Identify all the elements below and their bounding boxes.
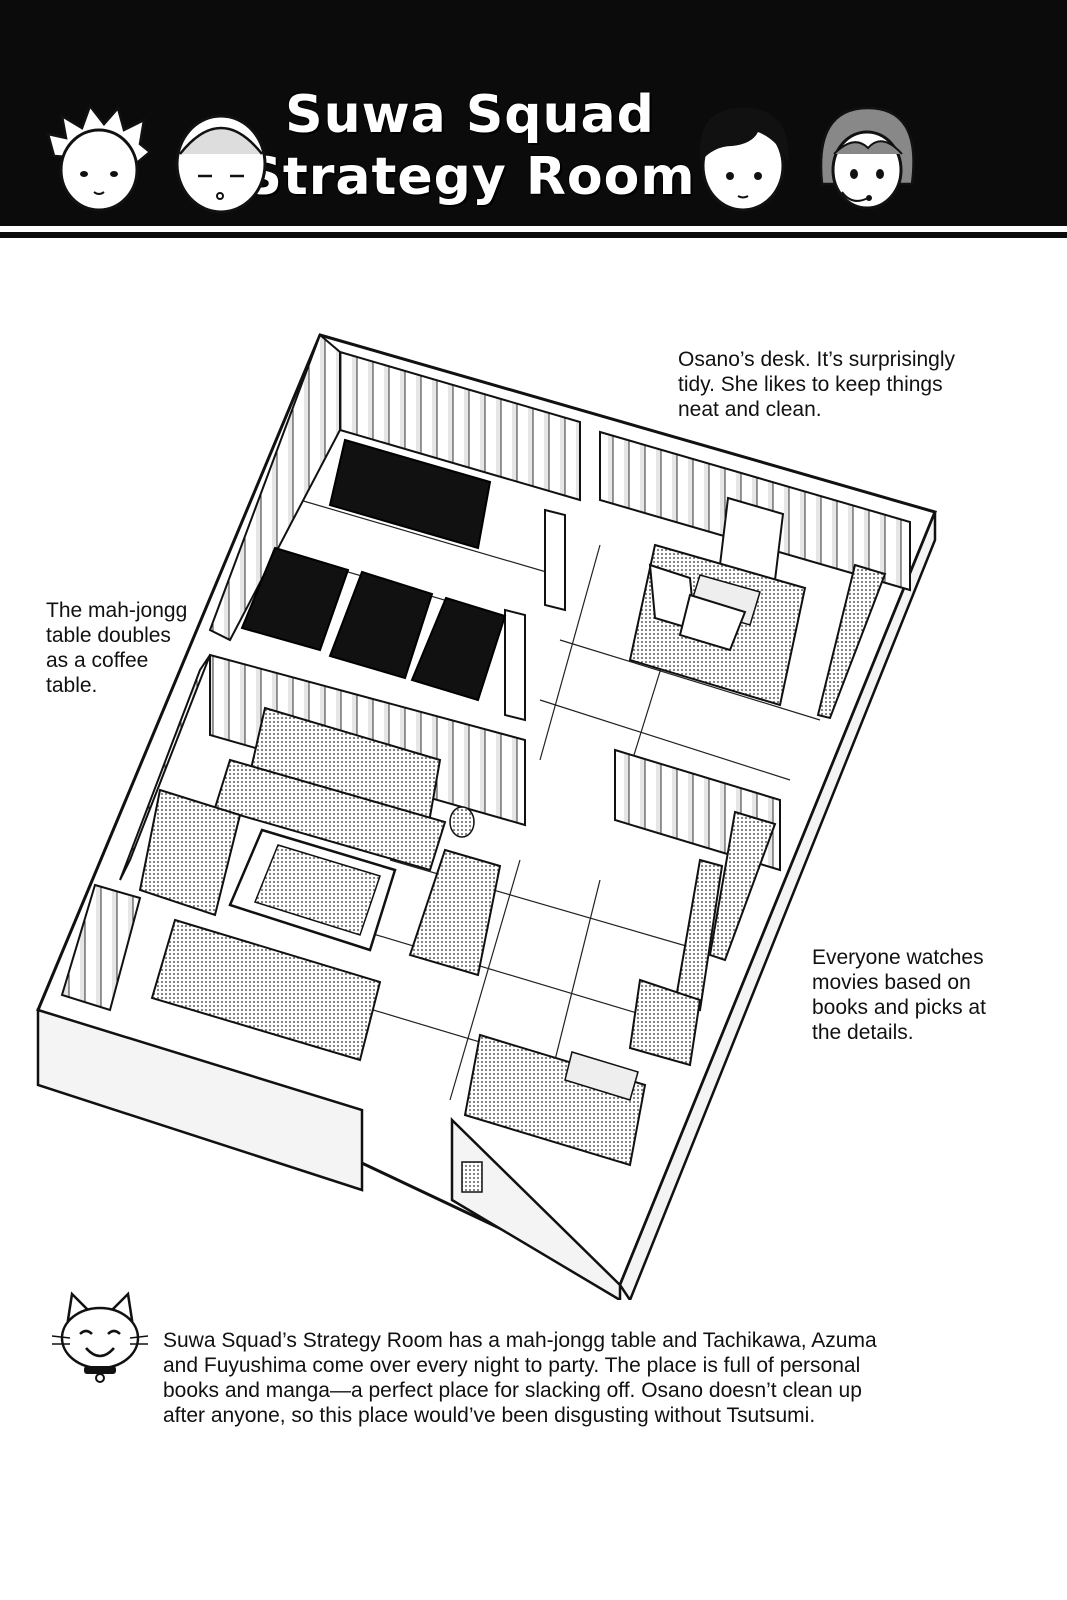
- desk-annotation: Osano’s desk. It’s surprisingly tidy. Sh…: [678, 347, 998, 422]
- mahjong-note-line: table doubles: [46, 624, 171, 647]
- desk-note-line: neat and clean.: [678, 398, 822, 421]
- buzzcut-face-icon: [175, 114, 267, 214]
- page-title: Suwa Squad Strategy Room: [240, 84, 700, 208]
- title-line-1: Suwa Squad: [285, 85, 655, 145]
- black-hair-face-icon: [699, 107, 789, 212]
- spiky-hair-face-icon: [46, 104, 152, 212]
- cat-mascot-icon: [51, 1291, 149, 1383]
- room-floorplan-illustration: [36, 333, 938, 1300]
- mahjong-annotation: The mah-jongg table doubles as a coffee …: [46, 598, 216, 698]
- mahjong-note-line: table.: [46, 674, 98, 697]
- banner-rule: [0, 232, 1067, 238]
- movies-note-line: Everyone watches: [812, 946, 984, 969]
- movies-note-line: the details.: [812, 1021, 914, 1044]
- title-line-2: Strategy Room: [244, 147, 696, 207]
- desk-note-line: Osano’s desk. It’s surprisingly: [678, 348, 956, 371]
- mahjong-note-line: The mah-jongg: [46, 599, 188, 622]
- desk-note-line: tidy. She likes to keep things: [678, 373, 943, 396]
- movies-annotation: Everyone watches movies based on books a…: [812, 945, 1052, 1045]
- movies-note-line: books and picks at: [812, 996, 986, 1019]
- mahjong-note-line: as a coffee: [46, 649, 149, 672]
- room-caption: Suwa Squad’s Strategy Room has a mah-jon…: [163, 1329, 877, 1427]
- movies-note-line: movies based on: [812, 971, 971, 994]
- headset-girl-face-icon: [819, 106, 915, 210]
